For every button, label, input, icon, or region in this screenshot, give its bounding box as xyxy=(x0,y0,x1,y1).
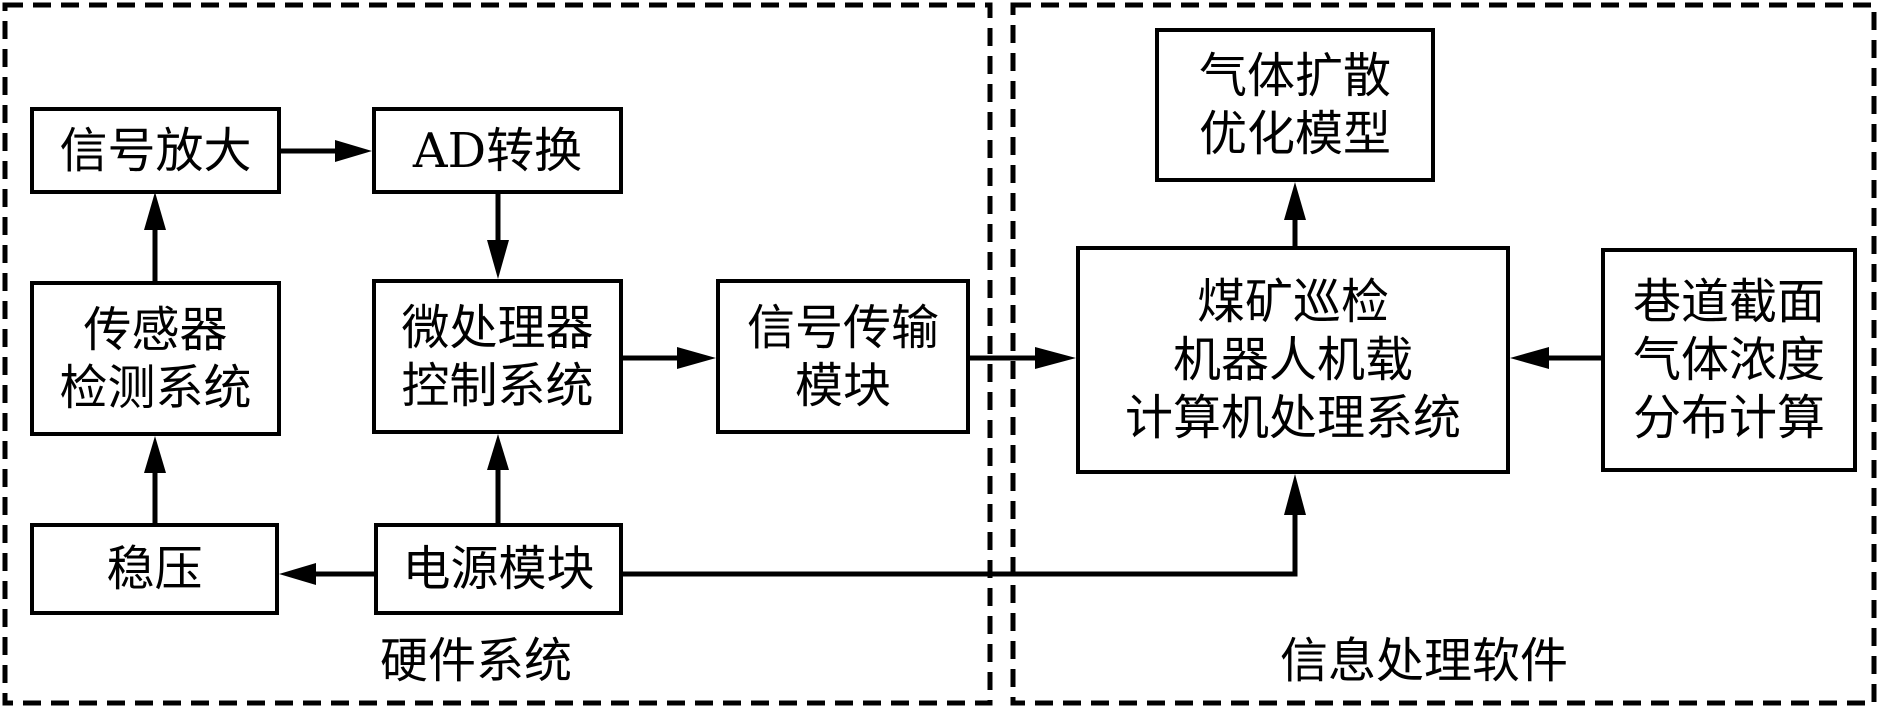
robot-computer-block: 煤矿巡检 机器人机载 计算机处理系统 xyxy=(1076,246,1510,474)
arrowhead-regulator xyxy=(279,563,316,585)
block-label: 煤矿巡检 xyxy=(1196,274,1389,330)
software-group-border xyxy=(1010,2,1877,706)
block-label: 控制系统 xyxy=(401,357,594,414)
block-label: 稳压 xyxy=(106,541,203,597)
block-label: 计算机处理系统 xyxy=(1124,390,1461,446)
arrowhead-computer-bottom xyxy=(1284,474,1306,515)
voltage-regulator-block: 稳压 xyxy=(30,523,279,615)
block-label: 气体浓度 xyxy=(1632,332,1825,388)
power-module-block: 电源模块 xyxy=(374,523,623,615)
sensor-detect-block: 传感器 检测系统 xyxy=(30,281,281,436)
gas-distribution-calc-block: 巷道截面 气体浓度 分布计算 xyxy=(1601,248,1857,472)
arrowhead-model xyxy=(1284,182,1306,220)
block-label: AD转换 xyxy=(412,122,583,179)
signal-amplify-block: 信号放大 xyxy=(30,107,281,194)
arrowhead-transmit xyxy=(677,347,716,369)
block-label: 检测系统 xyxy=(59,359,252,416)
arrowhead-mcu-bottom xyxy=(487,434,509,470)
block-label: 分布计算 xyxy=(1632,390,1825,446)
block-label: 信号传输 xyxy=(746,299,939,356)
software-group-label: 信息处理软件 xyxy=(1280,633,1569,689)
arrowhead-computer-right xyxy=(1510,347,1549,369)
arrowhead-mcu-top xyxy=(487,240,509,279)
arrowhead-ad xyxy=(335,140,372,162)
block-label: 优化模型 xyxy=(1198,106,1391,162)
hardware-group-label: 硬件系统 xyxy=(380,633,573,689)
hardware-group-border xyxy=(2,2,993,706)
arrowhead-amplify-bottom xyxy=(144,192,166,230)
signal-transmit-block: 信号传输 模块 xyxy=(716,279,970,434)
mcu-control-block: 微处理器 控制系统 xyxy=(372,279,623,434)
block-label: 巷道截面 xyxy=(1632,274,1825,330)
block-label: 传感器 xyxy=(83,301,228,358)
gas-diffusion-model-block: 气体扩散 优化模型 xyxy=(1155,28,1435,182)
block-label: 电源模块 xyxy=(402,541,595,597)
block-label: 微处理器 xyxy=(401,299,594,356)
ad-convert-block: AD转换 xyxy=(372,107,623,194)
block-label: 气体扩散 xyxy=(1198,48,1391,104)
arrowhead-computer-left xyxy=(1035,347,1076,369)
arrowhead-sensor-bottom xyxy=(144,436,166,473)
block-label: 机器人机载 xyxy=(1172,332,1413,388)
arrow-power-to-computer xyxy=(623,515,1298,577)
block-label: 信号放大 xyxy=(59,122,252,179)
block-label: 模块 xyxy=(794,357,891,414)
